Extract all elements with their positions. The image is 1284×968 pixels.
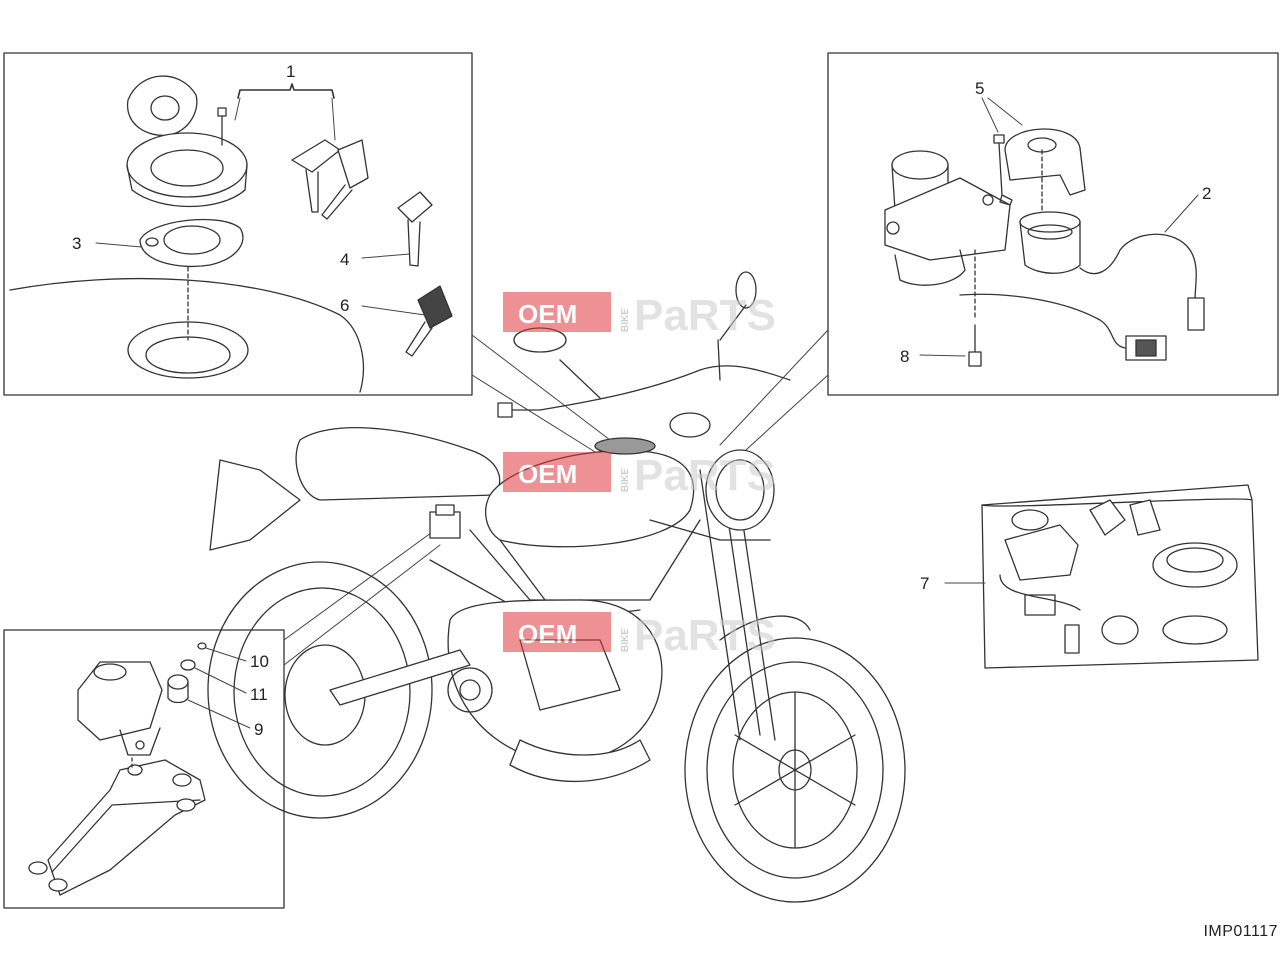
seat — [295, 427, 501, 501]
callout-7: 7 — [920, 574, 929, 593]
screw-part-5 — [993, 134, 1013, 206]
callout-3: 3 — [72, 234, 81, 253]
panel-top-right: 5 2 8 — [884, 79, 1211, 367]
callout-5: 5 — [975, 79, 984, 98]
callout-2: 2 — [1202, 184, 1211, 203]
key-part-6 — [405, 285, 453, 357]
callout-8: 8 — [900, 347, 909, 366]
callout-10: 10 — [250, 652, 269, 671]
ignition-switch-on-bike — [429, 504, 461, 539]
panel-bottom-left-leaders — [187, 647, 251, 729]
ignition-lock-body — [884, 150, 1011, 286]
mounting-plate — [47, 759, 206, 896]
callout-1-bracket — [237, 83, 335, 99]
front-mudguard — [719, 615, 811, 641]
instrument-cluster — [669, 412, 711, 438]
screw-part-10 — [197, 642, 207, 650]
figure-code: IMP01117 — [1203, 923, 1278, 940]
watermark-1: OEM BIKE PaRTS — [503, 291, 776, 340]
rear-wheel — [207, 561, 433, 819]
rear-fender — [209, 459, 301, 551]
front-wheel — [684, 637, 906, 903]
fuel-cap — [594, 437, 656, 455]
grommet-part-9 — [167, 674, 189, 704]
watermark-oem: OEM — [518, 619, 577, 649]
watermark-parts: PaRTS — [634, 291, 776, 340]
lock-bushing — [1019, 211, 1081, 274]
wiring-harness-part-2 — [959, 233, 1205, 361]
callout-6: 6 — [340, 296, 349, 315]
watermark-3: OEM BIKE PaRTS — [503, 611, 776, 660]
key-part-4 — [397, 191, 433, 267]
tank-filler-neck — [127, 321, 249, 379]
washer-part-11 — [180, 659, 196, 671]
panel-bottom-left: 10 11 9 — [28, 642, 269, 896]
callout-9: 9 — [254, 720, 263, 739]
key-set-part-1 — [291, 139, 369, 220]
watermark-parts: PaRTS — [634, 611, 776, 660]
screw-part-8 — [968, 249, 982, 367]
callout-11: 11 — [250, 685, 268, 704]
gasket-part-3 — [139, 218, 244, 268]
watermark-bike: BIKE — [620, 308, 631, 332]
key-lock-kit-part-7: 7 — [920, 484, 1259, 669]
watermark-2: OEM BIKE PaRTS — [503, 451, 776, 500]
watermark-bike: BIKE — [620, 468, 631, 492]
fuel-cap-assembly — [126, 75, 248, 208]
tank-outline — [9, 277, 365, 393]
exhaust — [509, 739, 651, 783]
lock-cover — [1004, 128, 1086, 216]
watermark-oem: OEM — [518, 459, 577, 489]
panel-top-right-leaders — [919, 97, 1199, 357]
panel-top-left-leaders — [95, 97, 426, 316]
panel-leader-lines — [283, 329, 829, 666]
panel-top-left-frame — [3, 52, 473, 396]
ignition-switch-part — [77, 661, 163, 771]
right-mirror — [735, 271, 757, 309]
headlight — [705, 449, 775, 531]
watermark-oem: OEM — [518, 299, 577, 329]
watermark-parts: PaRTS — [634, 451, 776, 500]
swingarm — [329, 649, 471, 706]
callout-1: 1 — [286, 62, 295, 81]
callout-4: 4 — [340, 250, 349, 269]
panel-top-left: 1 3 4 6 — [9, 62, 453, 393]
handlebar — [497, 271, 791, 418]
watermark-bike: BIKE — [620, 628, 631, 652]
